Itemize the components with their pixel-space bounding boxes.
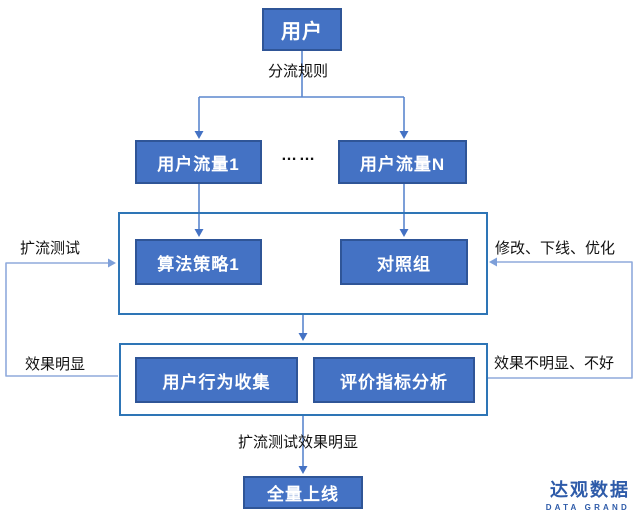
label-split-rule: 分流规则 <box>268 63 329 80</box>
arrowhead-down-icon <box>298 333 308 341</box>
node-user-traffic-n: 用户流量N <box>338 140 467 184</box>
loop-arrowheads <box>108 257 497 268</box>
connector-left-loop <box>5 262 118 377</box>
group-analysis-container <box>119 343 488 416</box>
ellipsis-dots: …… <box>281 147 317 164</box>
arrowhead-down-icon <box>194 229 204 237</box>
node-metric-analysis: 评价指标分析 <box>313 357 475 403</box>
arrowhead-right-icon <box>108 258 116 268</box>
node-full-launch: 全量上线 <box>243 476 363 509</box>
connector-right-loop <box>488 261 633 379</box>
group-strategy-container <box>118 212 488 315</box>
logo-name: 达观数据 <box>550 480 630 500</box>
label-expand-test-result: 扩流测试效果明显 <box>238 434 359 451</box>
label-effect-obvious: 效果明显 <box>25 356 86 373</box>
datagrand-logo: 达观数据 DATA GRAND <box>546 480 630 513</box>
node-control-group: 对照组 <box>340 239 468 285</box>
logo-subtitle: DATA GRAND <box>545 503 630 512</box>
arrowhead-down-icon <box>399 229 409 237</box>
label-expand-test: 扩流测试 <box>20 240 81 257</box>
arrowhead-down-icon <box>298 466 308 474</box>
arrowhead-down-icon <box>194 131 204 139</box>
main-arrowheads <box>194 131 409 474</box>
main-connectors <box>198 51 405 467</box>
node-user-behavior-collection: 用户行为收集 <box>135 357 298 403</box>
node-user-traffic-1: 用户流量1 <box>135 140 262 184</box>
label-modify-offline-optimize: 修改、下线、优化 <box>495 240 616 257</box>
loop-connectors <box>5 261 633 379</box>
label-effect-not-obvious: 效果不明显、不好 <box>494 355 615 372</box>
arrowhead-left-icon <box>489 257 497 267</box>
node-user: 用户 <box>262 8 342 51</box>
arrowhead-down-icon <box>399 131 409 139</box>
node-algorithm-strategy-1: 算法策略1 <box>135 239 262 285</box>
